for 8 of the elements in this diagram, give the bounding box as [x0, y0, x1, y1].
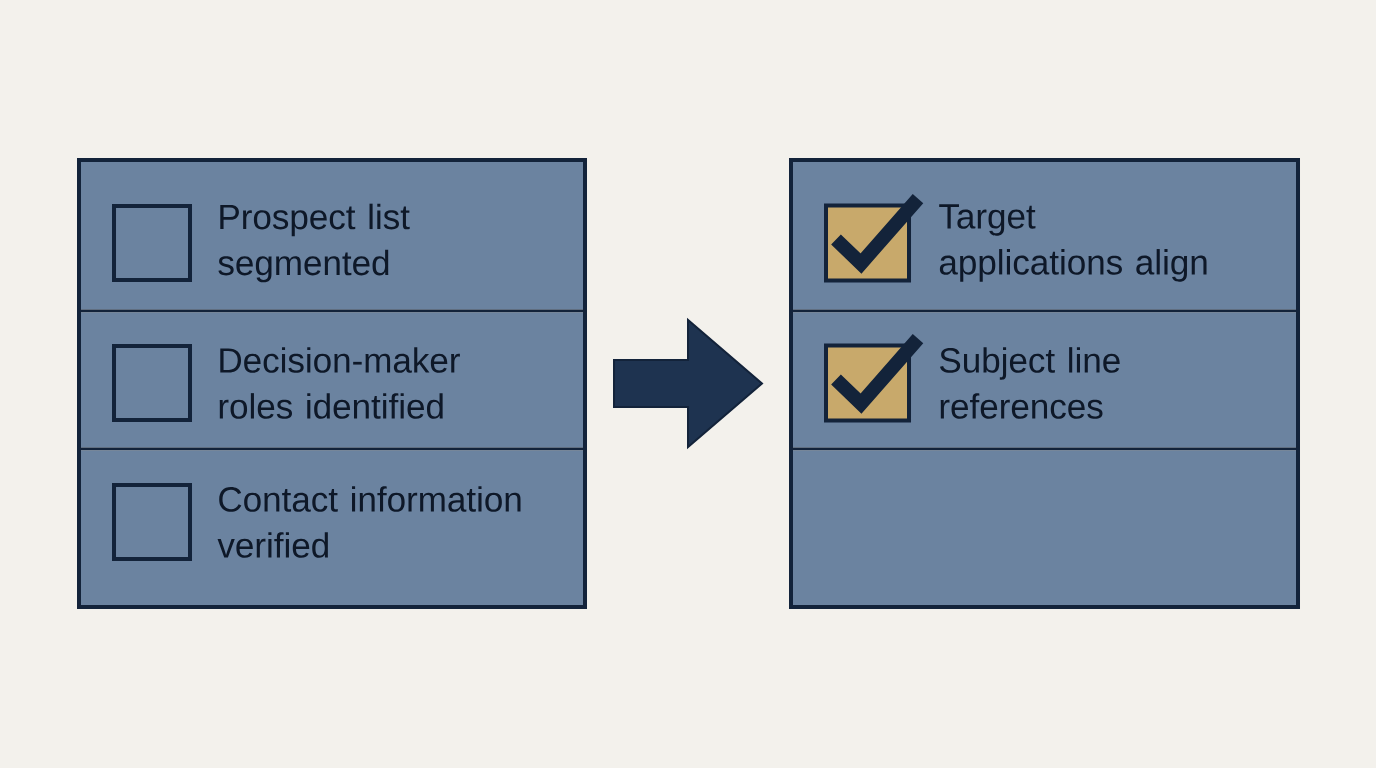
checklist-row: Prospect list segmented — [81, 162, 583, 310]
checklist-row: Decision-maker roles identified — [81, 312, 583, 448]
checklist-row: Target applications align — [793, 162, 1296, 310]
checklist-panel — [789, 158, 1300, 609]
checklist-row: Contact information verified — [81, 450, 583, 605]
arrow — [613, 317, 764, 450]
checklist-panel — [77, 158, 587, 609]
empty-row — [793, 450, 1296, 605]
